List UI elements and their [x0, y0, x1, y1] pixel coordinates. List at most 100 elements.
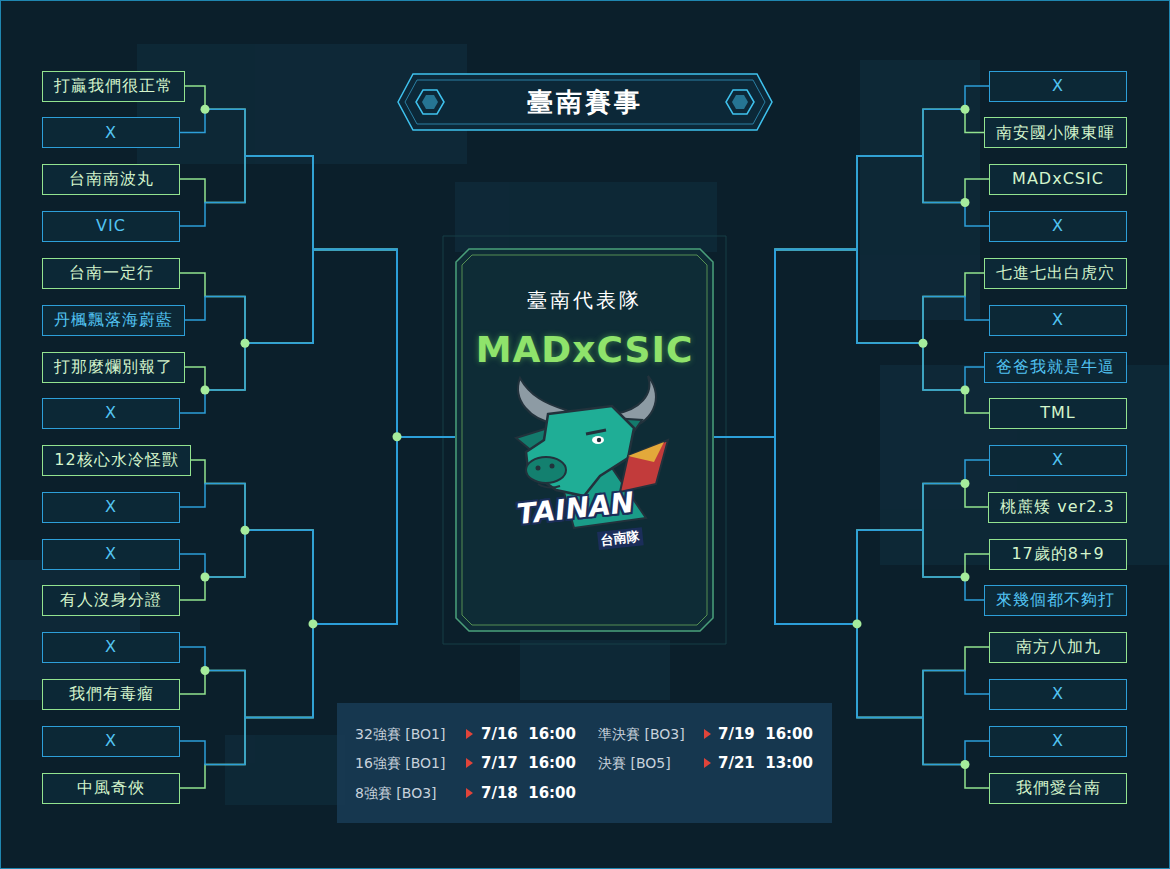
- center-outer-frame: [443, 236, 726, 644]
- team-name: 台南一定行: [69, 263, 154, 283]
- logo-wordmark: TAINAN: [515, 488, 635, 530]
- bracket-line: [191, 437, 455, 624]
- title-inner-outline: [405, 80, 765, 124]
- team-box: 七進七出白虎穴: [984, 258, 1127, 289]
- arrow-mark: [466, 758, 473, 768]
- team-name: 我們有毒瘤: [69, 684, 154, 704]
- team-name: 我們愛台南: [1016, 778, 1101, 798]
- junction-dot: [919, 339, 928, 348]
- team-box: X: [989, 211, 1127, 242]
- team-box: X: [989, 71, 1127, 102]
- bracket-line: [714, 250, 984, 437]
- team-name: 打贏我們很正常: [54, 76, 173, 96]
- junction-dot: [309, 619, 318, 628]
- bracket-line: [180, 250, 455, 437]
- hex-icon: [732, 95, 748, 109]
- team-name: 南安國小陳東暉: [996, 123, 1115, 143]
- bull-nostril: [536, 466, 541, 471]
- bull-nostril: [550, 464, 555, 469]
- team-name: X: [105, 497, 117, 517]
- bull-snout: [526, 457, 566, 483]
- bracket-line: [714, 86, 989, 437]
- team-box: X: [42, 632, 180, 663]
- bracket-line: [714, 437, 989, 788]
- decor-panel: [520, 640, 670, 700]
- round-name: 16強賽 [BO1]: [355, 753, 445, 773]
- junction-dot: [241, 339, 250, 348]
- team-box: 台南南波丸: [42, 164, 180, 195]
- bracket-line: [185, 86, 455, 437]
- team-name: 17歲的8+9: [1011, 544, 1104, 564]
- schedule-panel: [337, 703, 832, 823]
- scarf: [620, 440, 668, 492]
- team-box: VIC: [42, 211, 180, 242]
- team-name: X: [1052, 310, 1064, 330]
- decor-panel: [225, 735, 345, 805]
- junction-dot: [201, 386, 210, 395]
- team-box: X: [989, 445, 1127, 476]
- match-time: 7/19 16:00: [718, 724, 813, 744]
- team-box: 我們愛台南: [989, 773, 1127, 804]
- round-name: 準決賽 [BO3]: [598, 724, 685, 744]
- team-box: 來幾個都不夠打: [984, 585, 1127, 616]
- junction-dot: [201, 666, 210, 675]
- bull-brow: [586, 430, 606, 434]
- team-box: 南安國小陳東暉: [984, 117, 1127, 148]
- bull-eye: [592, 436, 604, 444]
- bracket-line: [180, 156, 455, 437]
- team-name: X: [1052, 450, 1064, 470]
- bracket-line: [180, 437, 455, 718]
- bracket-line: [180, 437, 455, 624]
- team-box: X: [42, 726, 180, 757]
- bracket-line: [180, 250, 455, 437]
- junction-dot: [961, 760, 970, 769]
- junction-dot: [853, 619, 862, 628]
- team-name: 有人沒身分證: [60, 590, 162, 610]
- bracket-line: [185, 250, 455, 437]
- bracket-line: [714, 109, 984, 436]
- team-box: 丹楓飄落海蔚藍: [42, 305, 185, 336]
- team-name: MADxCSIC: [1012, 169, 1104, 189]
- team-box: 我們有毒瘤: [42, 679, 180, 710]
- junction-dot: [241, 526, 250, 535]
- team-name: 中風奇俠: [77, 778, 145, 798]
- team-name: X: [105, 544, 117, 564]
- match-time: 7/16 16:00: [481, 724, 576, 744]
- bracket-line: [714, 250, 984, 437]
- team-name: VIC: [96, 216, 126, 236]
- arrow-mark: [466, 788, 473, 798]
- team-box: 爸爸我就是牛逼: [984, 352, 1127, 383]
- junction-dot: [393, 432, 402, 441]
- bull-head: [526, 406, 634, 496]
- bracket-line: [185, 250, 455, 437]
- team-name: 12核心水冷怪獸: [54, 450, 178, 470]
- bull-pupil: [597, 438, 601, 442]
- outline: [456, 249, 713, 631]
- decor-panel: [137, 44, 467, 164]
- team-name: 七進七出白虎穴: [996, 263, 1115, 283]
- title: 臺南賽事: [450, 84, 720, 120]
- junction-dot: [961, 386, 970, 395]
- match-time: 7/18 16:00: [481, 783, 576, 803]
- box-heading: 臺南代表隊: [527, 288, 642, 312]
- team-box: 12核心水冷怪獸: [42, 445, 191, 476]
- team-name: 來幾個都不夠打: [996, 590, 1115, 610]
- inner-outline: [462, 255, 707, 625]
- team-box: X: [42, 117, 180, 148]
- hex-icon: [416, 90, 444, 114]
- hex-icon: [726, 90, 754, 114]
- arrow-mark: [704, 758, 711, 768]
- team-name: X: [105, 637, 117, 657]
- bracket-line: [180, 437, 455, 765]
- hex-icon: [422, 95, 438, 109]
- decor-panel: [860, 60, 980, 320]
- team-box: X: [42, 539, 180, 570]
- bracket-line: [180, 109, 455, 436]
- junction-dot: [201, 105, 210, 114]
- bracket-line: [714, 156, 989, 437]
- decor-panel: [455, 182, 717, 252]
- champion-box: 臺南代表隊MADxCSIC: [455, 248, 714, 632]
- bracket-line: [180, 437, 455, 788]
